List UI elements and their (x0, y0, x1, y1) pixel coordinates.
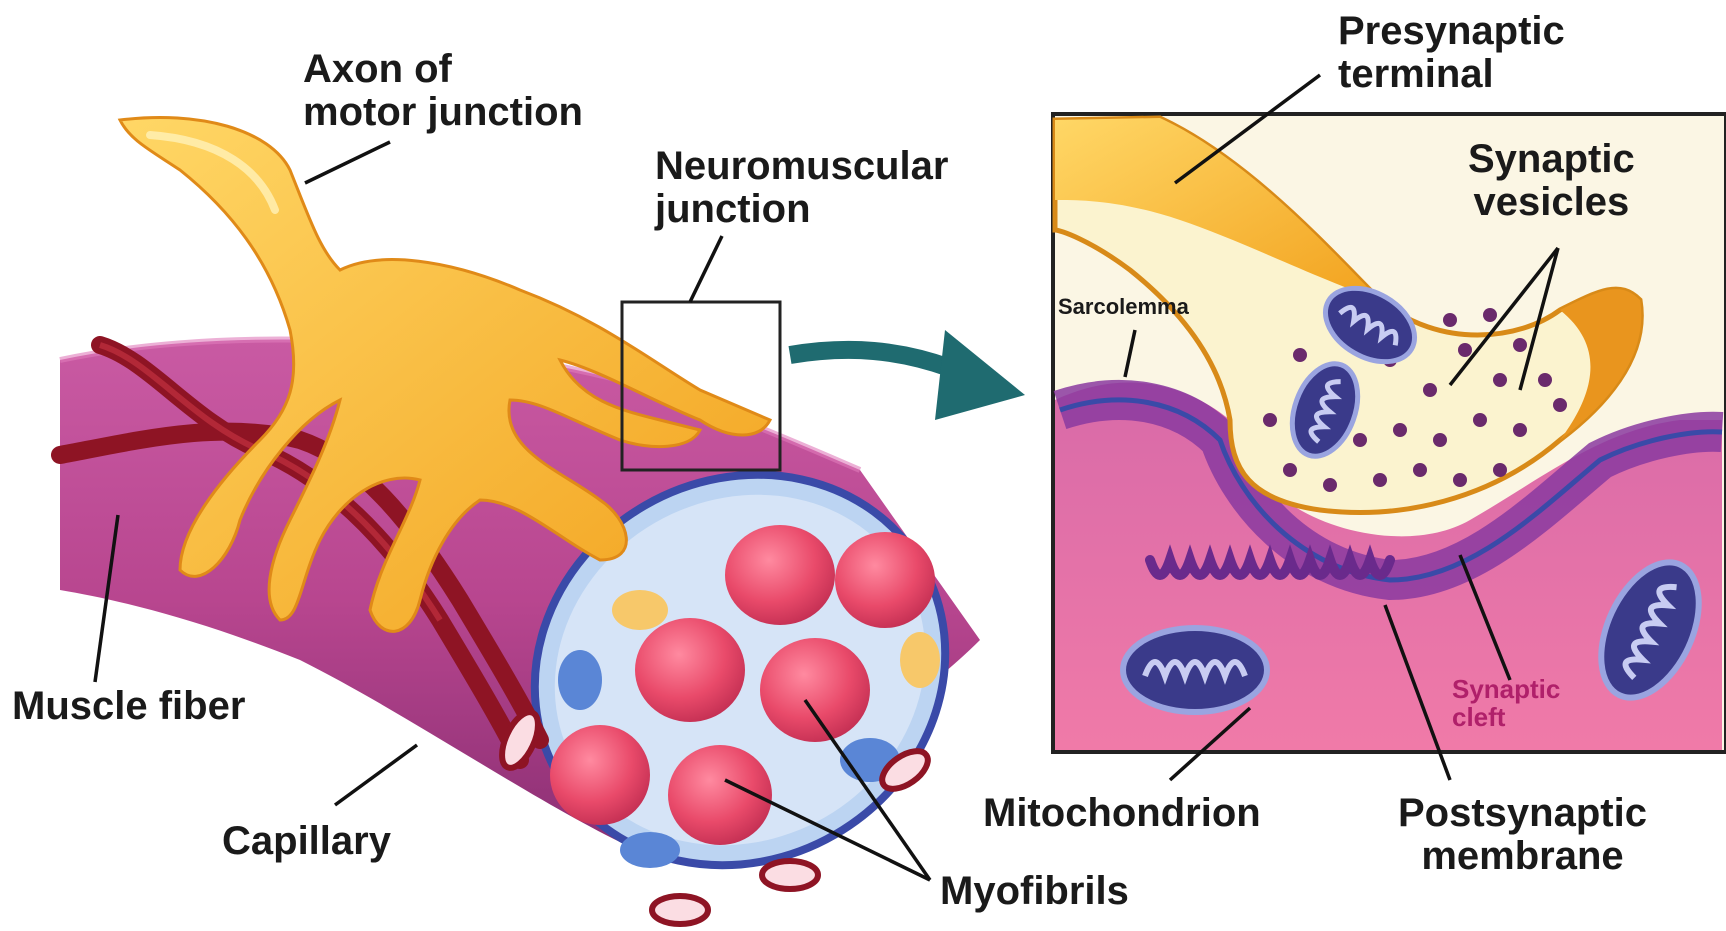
axon-label-line2: motor junction (303, 91, 583, 134)
curved-arrow-icon (790, 330, 1025, 420)
nmj-label-line2: junction (655, 188, 948, 231)
myofibrils-label: Myofibrils (940, 870, 1129, 913)
nmj-label-line1: Neuromuscular (655, 145, 948, 188)
cleft-label-line2: cleft (1452, 703, 1560, 731)
postsynaptic-membrane-label: Postsynaptic membrane (1398, 792, 1647, 878)
presynaptic-terminal-label: Presynaptic terminal (1338, 10, 1565, 96)
neuromuscular-junction-label: Neuromuscular junction (655, 145, 948, 231)
vesicles-label-line2: vesicles (1468, 181, 1635, 224)
presynaptic-label-line1: Presynaptic (1338, 10, 1565, 53)
cleft-label-line1: Synaptic (1452, 675, 1560, 703)
axon-label-line1: Axon of (303, 48, 583, 91)
axon-label: Axon of motor junction (303, 48, 583, 134)
vesicles-label-line1: Synaptic (1468, 138, 1635, 181)
presynaptic-label-line2: terminal (1338, 53, 1565, 96)
mitochondrion-label: Mitochondrion (983, 792, 1261, 835)
muscle-fiber-label: Muscle fiber (12, 685, 245, 728)
postsynaptic-label-line1: Postsynaptic (1398, 792, 1647, 835)
capillary-label: Capillary (222, 820, 391, 863)
sarcolemma-label: Sarcolemma (1058, 295, 1189, 319)
synaptic-cleft-label: Synaptic cleft (1452, 675, 1560, 731)
postsynaptic-label-line2: membrane (1398, 835, 1647, 878)
synaptic-vesicles-label: Synaptic vesicles (1468, 138, 1635, 224)
